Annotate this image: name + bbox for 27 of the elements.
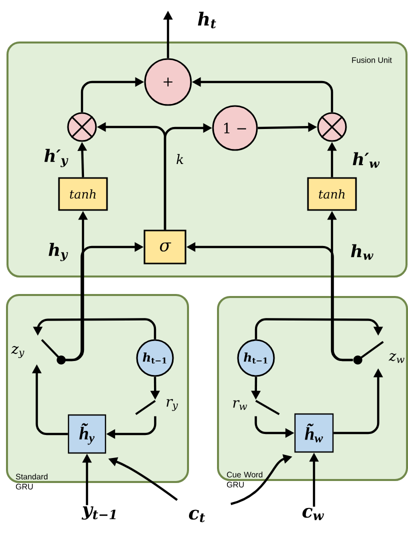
edge-label: h′$_{y}$ [44,148,68,168]
edge-label: h$_{w}$ [351,244,374,260]
variable-label: c$_{w}$ [302,508,324,520]
variable-label: h$_{t}$ [198,12,216,28]
candidate-box: h̃$_{w}$ [294,413,334,453]
node-label: GRU [16,484,33,490]
switch-symbol [255,400,280,416]
activation-box: tanh [58,177,108,211]
activation-box: σ [144,230,186,264]
switch-symbol [353,341,384,364]
variable-label: y$_{t−1}$ [82,506,116,520]
variable-label: c$_{t}$ [188,510,206,522]
activation-box: tanh [307,177,357,211]
switch-symbol [41,339,66,364]
gate-label: r$_{w}$ [233,400,248,410]
multiply-circle [317,112,347,142]
gate-label: z$_{w}$ [388,353,404,363]
edge-label: h′$_{w}$ [352,152,380,168]
gate-label: r$_{y}$ [166,399,178,411]
node-label: GRU [226,482,244,488]
gate-label: z$_{y}$ [11,346,24,358]
arrow [254,318,384,340]
edge-label: k [176,154,184,164]
switch-symbol [135,400,156,416]
multiply-circle [67,112,97,142]
candidate-box: h̃$_{y}$ [68,414,106,454]
edge-label: h$_{y}$ [48,242,68,262]
